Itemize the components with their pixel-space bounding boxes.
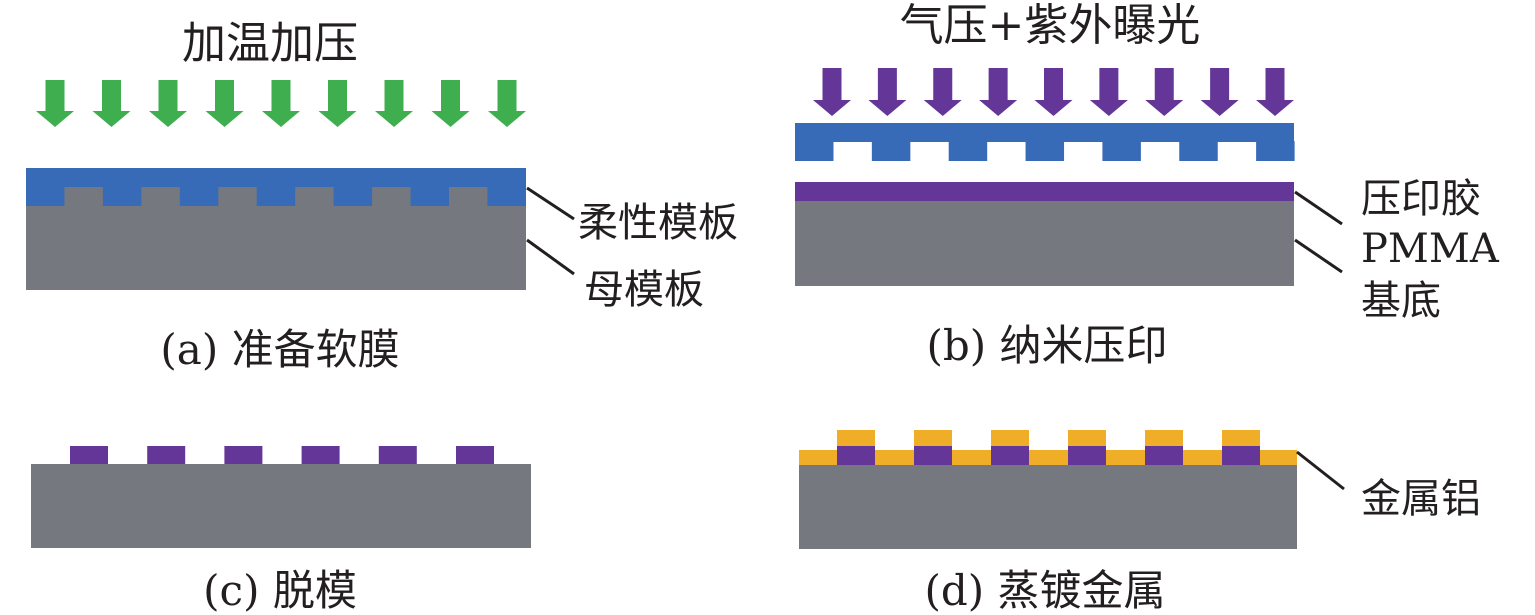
panel-d-caption: (d) 蒸镀金属 [924,566,1165,615]
flexible-mold-tooth [795,141,834,161]
resist-pillar [1222,446,1260,465]
down-arrow-icon [1145,68,1184,116]
flexible-mold-tooth [871,141,911,161]
down-arrow-icon [1200,68,1239,116]
resist-pillar [1068,446,1106,465]
panel-c-demolding: (c) 脱模 [31,446,531,615]
resist-pillar [914,446,952,465]
resist-pillar [991,446,1029,465]
aluminum-cap [914,430,952,446]
down-arrow-icon [923,68,962,116]
flexible-mold-tooth [1179,141,1218,161]
down-arrow-icon [375,80,413,127]
substrate-layer [795,201,1294,286]
down-arrow-icon [1256,68,1294,116]
panel-a-title: 加温加压 [182,18,358,69]
down-arrow-icon [1034,68,1073,116]
flexible-mold-tooth [410,187,449,206]
aluminum-cap [837,430,875,446]
leader-line-master-mold [526,238,575,276]
aluminum-cap [1222,430,1260,446]
heat-pressure-arrows [36,80,526,127]
aluminum-cap [1068,430,1106,446]
resist-pillar [837,446,875,465]
label-flexible-mold: 柔性模板 [578,200,738,246]
flexible-mold-top-layer [26,168,526,187]
panel-d-layer-stack [799,430,1297,549]
label-pmma: PMMA [1361,226,1500,272]
panel-d-metal-evaporation: 金属铝 (d) 蒸镀金属 [799,430,1481,615]
aluminum-cap [1145,430,1183,446]
leader-line-flexible-mold [526,186,575,221]
resist-pillar [378,446,417,464]
down-arrow-icon [205,80,244,127]
down-arrow-icon [979,68,1018,116]
panel-a-layer-stack [26,168,526,290]
resist-pillar [147,446,186,464]
panel-b-caption: (b) 纳米压印 [926,321,1167,370]
flexible-mold-top-layer [795,123,1294,142]
flexible-mold-tooth [1025,141,1065,161]
label-substrate: 基底 [1361,278,1441,324]
resist-pillar [456,446,494,464]
down-arrow-icon [868,68,907,116]
substrate-layer [799,465,1297,549]
flexible-mold-tooth [487,187,526,206]
panel-b-nanoimprint: 气压+紫外曝光 压印胶 PMMA 基底 (b) 纳米压印 [795,0,1500,370]
resist-pillar [1145,446,1183,465]
flexible-mold-tooth [333,187,373,206]
down-arrow-icon [318,80,357,127]
flexible-mold-tooth [26,187,65,206]
leader-line-aluminum [1296,450,1345,491]
panel-a-prepare-soft-mold: 加温加压 柔性模板 母模板 (a) 准备软膜 [26,18,738,374]
aluminum-cap [991,430,1029,446]
panel-b-title: 气压+紫外曝光 [900,0,1201,51]
flexible-mold-tooth [1256,141,1295,161]
flexible-mold-tooth [102,187,142,206]
substrate-layer [31,464,531,548]
leader-line-resist [1294,190,1343,226]
flexible-mold-tooth [1102,141,1141,161]
panel-c-caption: (c) 脱模 [203,566,357,615]
flexible-mold-tooth [256,187,296,206]
label-imprint-resist: 压印胶 [1361,176,1481,222]
down-arrow-icon [431,80,470,127]
down-arrow-icon [813,68,851,116]
flexible-mold-tooth [948,141,988,161]
panel-a-caption: (a) 准备软膜 [160,325,399,374]
flexible-mold-tooth [179,187,219,206]
leader-line-substrate [1294,238,1343,274]
resist-pillar [70,446,108,464]
uv-pressure-arrows [813,68,1294,116]
down-arrow-icon [1089,68,1128,116]
label-master-mold: 母模板 [584,267,704,313]
down-arrow-icon [149,80,187,127]
label-aluminum: 金属铝 [1361,476,1481,522]
down-arrow-icon [36,80,74,127]
panel-b-layer-stack [795,123,1295,286]
panel-c-layer-stack [31,446,531,548]
down-arrow-icon [92,80,131,127]
imprint-resist-layer [795,182,1294,201]
resist-pillar [224,446,263,464]
down-arrow-icon [488,80,526,127]
resist-pillar [301,446,340,464]
down-arrow-icon [262,80,300,127]
